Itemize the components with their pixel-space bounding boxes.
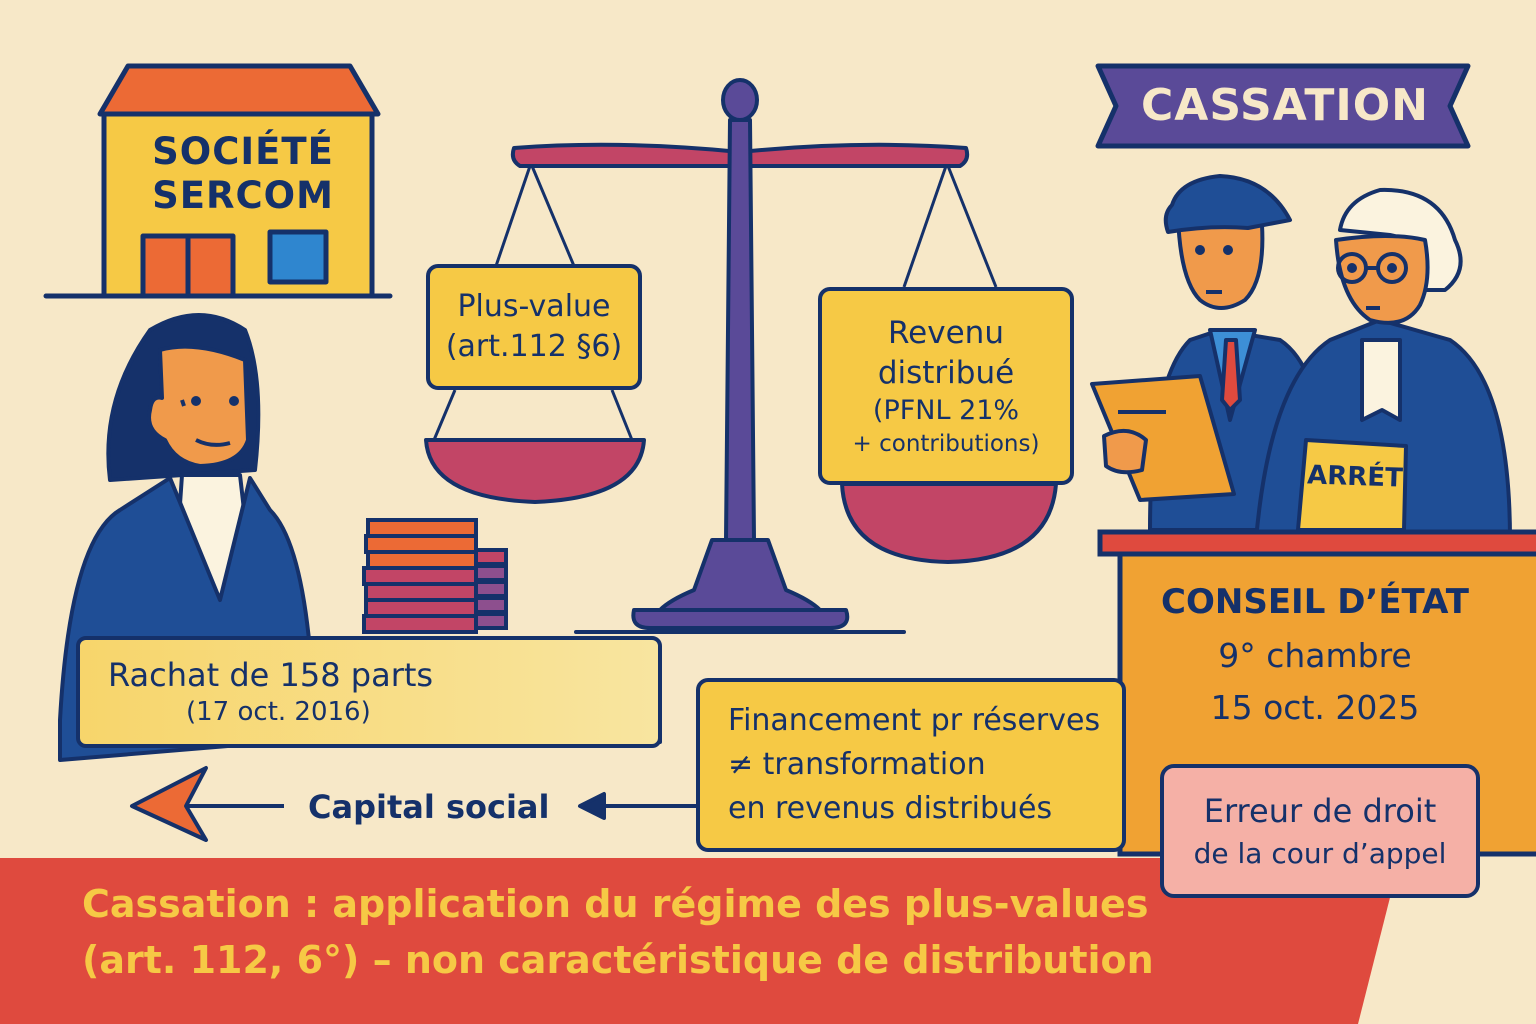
financement-line2: ≠ transformation xyxy=(728,747,986,782)
revenu-line4: + contributions) xyxy=(852,431,1040,457)
financement-line3: en revenus distribués xyxy=(728,791,1053,826)
rachat-line2: (17 oct. 2016) xyxy=(186,697,371,727)
building-icon xyxy=(43,63,393,299)
erreur-line1: Erreur de droit xyxy=(1203,792,1437,830)
arrow-left-navy-icon xyxy=(578,792,696,820)
financement-line1: Financement pr réserves xyxy=(728,703,1101,738)
erreur-line2: de la cour d’appel xyxy=(1193,837,1447,870)
plus-value-label: Plus-value (art.112 §6) xyxy=(426,264,642,390)
plus-value-line2: (art.112 §6) xyxy=(445,329,623,364)
building-title: SOCIÉTÉ SERCOM xyxy=(118,130,368,218)
footer-line1: Cassation : application du régime des pl… xyxy=(82,882,1149,926)
arrow-left-orange-icon xyxy=(130,766,284,842)
revenu-line1: Revenu xyxy=(888,315,1004,351)
judge-figure-icon xyxy=(1254,187,1512,542)
building-title-line1: SOCIÉTÉ xyxy=(152,130,334,173)
court-title: CONSEIL D’ÉTAT xyxy=(1161,582,1469,622)
rachat-label: Rachat de 158 parts (17 oct. 2016) xyxy=(76,636,662,748)
scale-icon xyxy=(424,78,1058,634)
capital-social-label: Capital social xyxy=(308,788,550,826)
court-date: 15 oct. 2025 xyxy=(1210,688,1420,727)
cassation-banner-label: CASSATION xyxy=(1141,80,1429,131)
plus-value-line1: Plus-value xyxy=(457,289,611,324)
cassation-ribbon xyxy=(1095,63,1471,149)
revenu-line3: (PFNL 21% xyxy=(872,395,1020,426)
footer-line2: (art. 112, 6°) – non caractéristique de … xyxy=(82,938,1154,982)
revenu-line2: distribué xyxy=(877,355,1015,391)
arret-document-label: ARRÉT xyxy=(1306,460,1404,494)
shares-stack-icon xyxy=(362,518,508,634)
erreur-de-droit-label: Erreur de droit de la cour d’appel xyxy=(1160,764,1480,898)
court-chamber: 9° chambre xyxy=(1218,636,1412,675)
building-title-line2: SERCOM xyxy=(152,174,334,217)
footer-band xyxy=(0,858,1400,1024)
footer-conclusion: Cassation : application du régime des pl… xyxy=(82,876,1154,988)
financement-label: Financement pr réserves ≠ transformation… xyxy=(696,678,1126,852)
revenu-distribue-label: Revenu distribué (PFNL 21% + contributio… xyxy=(818,287,1074,485)
rachat-line1: Rachat de 158 parts xyxy=(108,656,434,694)
